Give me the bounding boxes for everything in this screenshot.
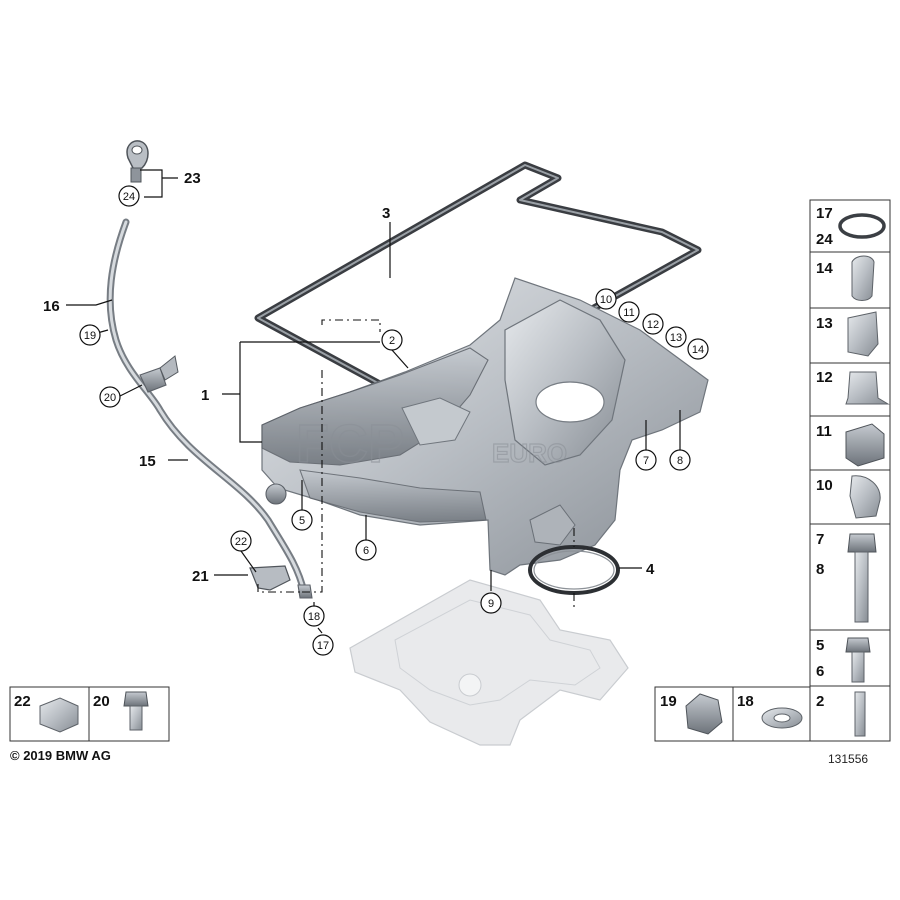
callout-18: 18 [303,605,325,627]
bottom-left-panel: 22 20 [9,686,170,742]
callout-12: 12 [642,313,664,335]
svg-text:11: 11 [623,307,634,319]
svg-text:8: 8 [677,455,683,467]
bolt-icon [123,691,149,707]
panel-cell-1-top: 14 [816,260,833,277]
callout-20: 20 [99,386,121,408]
panel-cell-4-top: 11 [816,423,832,440]
panel-cell-7-bottom: 6 [816,663,824,680]
callout-4: 4 [646,561,655,578]
callout-16: 16 [43,298,60,315]
callout-7: 7 [635,449,657,471]
panel-19-label: 19 [660,693,677,710]
stud-icon [854,691,866,737]
svg-text:17: 17 [317,640,329,652]
dipstick-tube [106,218,313,599]
panel-cell-8-top: 2 [816,693,824,710]
svg-text:12: 12 [647,319,659,331]
callout-23: 23 [184,170,201,187]
panel-cell-6-top: 7 [816,531,824,548]
dipstick-handle [126,140,149,183]
svg-text:5: 5 [299,515,305,527]
callout-13: 13 [665,326,687,348]
circled-callouts: 24 19 20 2 10 11 12 13 14 7 8 5 6 22 9 1… [79,185,709,656]
callout-6: 6 [355,539,377,561]
callout-1: 1 [201,387,209,404]
svg-text:9: 9 [488,598,494,610]
seal-sleeve-icon [851,255,875,301]
svg-text:19: 19 [84,330,96,342]
panel-22-label: 22 [14,693,31,710]
panel-18-label: 18 [737,693,754,710]
nut-icon [39,697,79,733]
bracket [249,565,291,591]
watermark: FCP EURO [295,413,567,474]
callout-11: 11 [618,301,640,323]
svg-text:14: 14 [692,344,704,356]
panel-cell-6-bottom: 8 [816,561,824,578]
plug-icon [849,475,881,519]
long-bolt-icon [847,533,877,553]
svg-text:20: 20 [104,392,116,404]
panel-20-label: 20 [93,693,110,710]
holder-clip-icon [685,693,723,735]
bottom-right-panel: 19 18 [654,686,811,742]
panel-cell-2-top: 13 [816,315,833,332]
svg-text:18: 18 [308,611,320,623]
svg-text:22: 22 [235,536,247,548]
svg-text:7: 7 [643,455,649,467]
callout-9: 9 [480,592,502,614]
panel-cell-3-top: 12 [816,369,833,386]
svg-text:6: 6 [363,545,369,557]
panel-cell-7-top: 5 [816,637,824,654]
callout-22: 22 [230,530,252,552]
callout-8: 8 [669,449,691,471]
callout-5: 5 [291,509,313,531]
callout-17: 17 [312,634,334,656]
panel-cell-0-top: 17 [816,205,833,222]
callout-2: 2 [381,329,403,351]
panel-cell-5-top: 10 [816,477,833,494]
oil-pan [261,277,709,576]
short-bolt-icon [845,637,871,653]
bushing-icon [845,371,890,405]
svg-text:2: 2 [389,335,395,347]
callout-24: 24 [118,185,140,207]
diagram-number: 131556 [828,752,868,766]
callout-labels: 23 3 1 16 15 21 4 [43,170,655,585]
parts-side-panel: 17 24 14 13 12 11 10 7 8 5 6 2 [809,199,891,742]
lower-cover-ghost [349,579,629,746]
svg-text:24: 24 [123,191,135,203]
svg-text:EURO: EURO [492,438,567,468]
svg-text:13: 13 [670,332,682,344]
callout-19: 19 [79,324,101,346]
callout-3: 3 [382,205,390,222]
clip-icon [845,423,885,467]
svg-text:FCP: FCP [296,414,404,474]
panel-cell-0-bottom: 24 [816,231,833,248]
o-ring-icon [838,213,886,239]
callout-21: 21 [192,568,209,585]
svg-text:10: 10 [600,294,612,306]
callout-14: 14 [687,338,709,360]
copyright: © 2019 BMW AG [10,748,111,763]
seal-insert-icon [847,311,879,357]
callout-15: 15 [139,453,156,470]
callout-10: 10 [595,288,617,310]
